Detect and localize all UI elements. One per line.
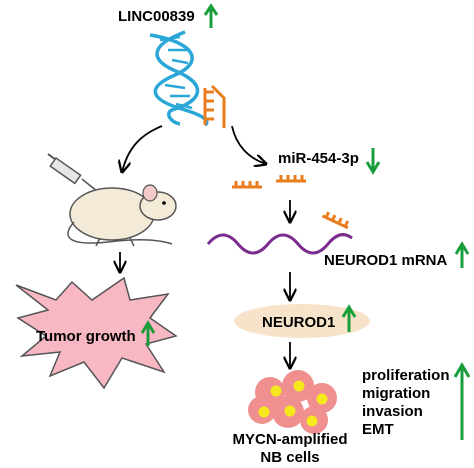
gene-up-arrow-icon: [203, 3, 219, 28]
mrna-strand-icon: [206, 233, 353, 255]
mirna-strand-icon: [232, 175, 306, 189]
effect-proliferation: proliferation: [362, 367, 450, 384]
protein-up-arrow-icon: [341, 304, 357, 332]
tumor-burst-icon: [15, 276, 178, 390]
bound-mirna-icon: [203, 84, 226, 128]
cells-label-line1: MYCN-amplified: [232, 431, 347, 448]
mirna-label: miR-454-3p: [278, 150, 359, 167]
syringe-icon: [47, 153, 99, 193]
protein-ellipse: [234, 304, 370, 338]
tumor-label: Tumor growth: [36, 328, 136, 345]
protein-label: NEUROD1: [262, 314, 335, 331]
tumor-up-arrow-icon: [140, 320, 156, 346]
cell-cluster-icon: [248, 370, 337, 434]
effect-migration: migration: [362, 385, 430, 402]
mouse-icon: [67, 184, 177, 247]
dna-helix-icon: [149, 30, 209, 127]
arrow-to-mouse: [122, 125, 163, 172]
arrow-to-mirna: [231, 125, 266, 164]
mirna-down-arrow-icon: [365, 148, 381, 175]
mrna-label: NEUROD1 mRNA: [324, 252, 448, 269]
mrna-up-arrow-icon: [454, 241, 470, 268]
mrna-bound-mirna-icon: [321, 211, 350, 230]
effect-invasion: invasion: [362, 403, 423, 420]
effects-up-arrow-icon: [453, 362, 471, 440]
cells-label-line2: NB cells: [260, 449, 319, 466]
effect-emt: EMT: [362, 421, 394, 438]
gene-label: LINC00839: [118, 8, 195, 25]
